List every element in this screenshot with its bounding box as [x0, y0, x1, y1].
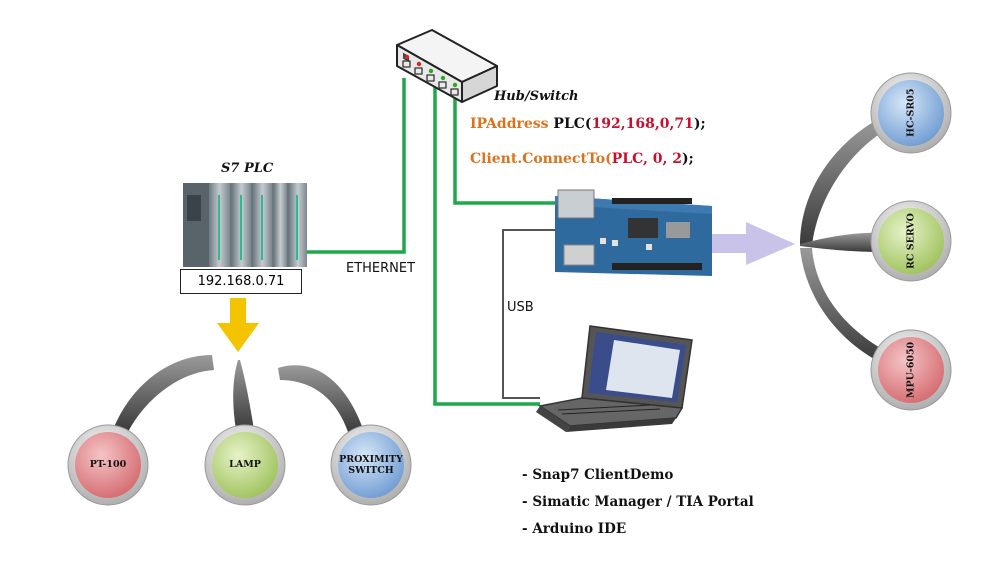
- node-label-mpu-6050: MPU-6050: [905, 341, 917, 399]
- s7-plc-icon: [183, 183, 307, 267]
- ethernet-label: ETHERNET: [346, 261, 416, 276]
- node-label-lamp: LAMP: [229, 459, 261, 471]
- code-end: );: [693, 116, 706, 132]
- node-label-rc-servo: RC SERVO: [905, 213, 917, 269]
- software-item-label: Simatic Manager / TIA Portal: [532, 494, 754, 510]
- laptop-icon: [536, 325, 693, 432]
- s7-plc-label: S7 PLC: [221, 161, 274, 176]
- plc-input-connectors: [112, 355, 364, 432]
- lavender-arrow-icon: [704, 222, 795, 265]
- node-hc-sr05: [870, 72, 952, 154]
- node-rc-servo: [870, 200, 952, 282]
- hub-switch-label: Hub/Switch: [494, 89, 579, 104]
- code-end: );: [681, 151, 694, 167]
- ethernet-cables: [307, 78, 555, 406]
- node-label-pt-100: PT-100: [89, 459, 127, 471]
- code-keyword: IPAddress: [470, 116, 549, 132]
- code-text: PLC(: [548, 116, 592, 132]
- code-line-connect: Client.ConnectTo(PLC, 0, 2);: [470, 151, 694, 167]
- node-mpu-6050: [870, 329, 952, 411]
- code-open: (: [605, 151, 612, 167]
- usb-label: USB: [507, 300, 534, 315]
- code-line-ipaddress: IPAddress PLC(192,168,0,71);: [470, 116, 706, 132]
- node-proximity-switch: [330, 424, 412, 506]
- node-lamp: [204, 424, 286, 506]
- node-pt-100: [67, 424, 149, 506]
- software-item-label: Arduino IDE: [532, 521, 627, 537]
- software-item-label: Snap7 ClientDemo: [532, 467, 674, 483]
- software-item: - Simatic Manager / TIA Portal: [522, 494, 754, 510]
- code-args: PLC, 0, 2: [611, 151, 682, 167]
- code-keyword: Client.ConnectTo: [470, 151, 606, 167]
- software-item: - Snap7 ClientDemo: [522, 467, 674, 483]
- hub-switch-icon: [396, 29, 498, 103]
- usb-cable: [502, 229, 555, 399]
- node-label-hc-sr05: HC-SR05: [905, 88, 917, 138]
- node-label-proximity-switch: PROXIMITY SWITCH: [339, 453, 403, 476]
- software-item: - Arduino IDE: [522, 521, 627, 537]
- arduino-ethernet-shield-icon: [555, 189, 712, 276]
- plc-ip-address: 192.168.0.71: [180, 269, 302, 294]
- yellow-down-arrow-icon: [217, 298, 259, 352]
- code-args: 192,168,0,71: [591, 116, 694, 132]
